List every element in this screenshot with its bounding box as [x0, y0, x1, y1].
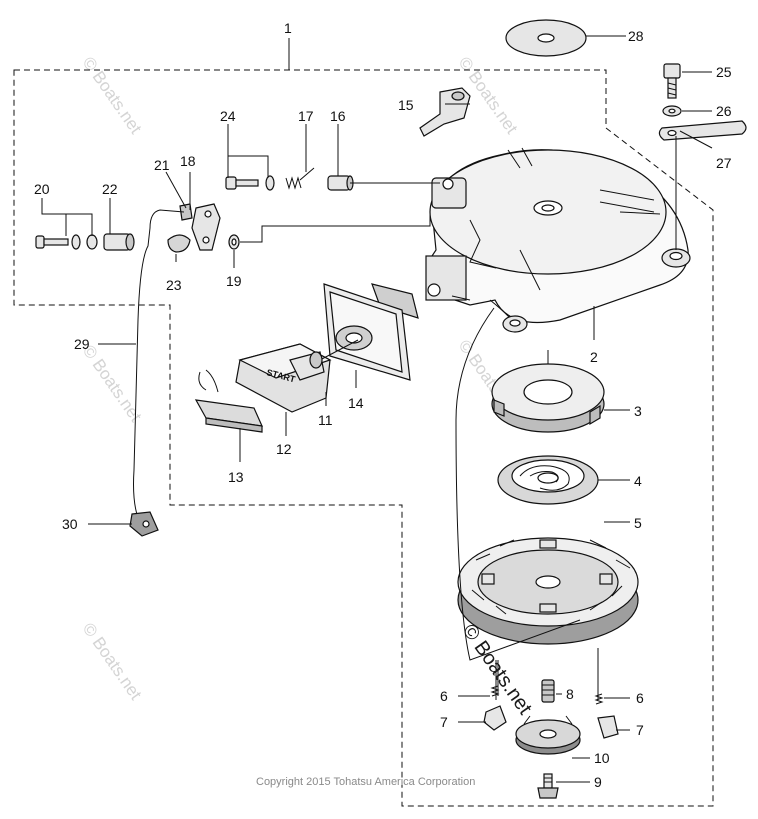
callout-3: 3	[634, 403, 642, 419]
callout-28: 28	[628, 28, 644, 44]
assembly-outline	[13, 69, 714, 807]
callout-14: 14	[348, 395, 364, 411]
part-3-pulley	[491, 363, 605, 433]
callout-23: 23	[166, 277, 182, 293]
part-29-rod	[133, 209, 185, 519]
part-6-spring-left	[490, 685, 500, 697]
callout-21: 21	[154, 157, 170, 173]
part-5-reel	[457, 537, 639, 645]
part-17-spring	[285, 167, 315, 190]
part-7-pawl-right	[597, 715, 619, 739]
part-27-clip	[658, 120, 747, 141]
part-21-clip	[179, 203, 193, 221]
callout-11: 11	[318, 412, 333, 428]
callout-17: 17	[298, 108, 314, 124]
part-7-pawl-left	[483, 705, 507, 731]
callout-30: 30	[62, 516, 78, 532]
part-18-lever	[191, 203, 221, 251]
part-19-washer	[228, 234, 240, 250]
callout-29: 29	[74, 336, 90, 352]
callout-6-left: 6	[440, 688, 448, 704]
part-23-spring	[167, 234, 191, 253]
callout-1: 1	[284, 20, 292, 36]
part-16-sleeve	[327, 175, 354, 191]
callout-6-right: 6	[636, 690, 644, 706]
callout-19: 19	[226, 273, 242, 289]
watermark: © Boats.net	[79, 619, 146, 703]
part-11-rope-end	[309, 339, 359, 369]
callout-22: 22	[102, 181, 118, 197]
callouts: 1 28 25 26 27 15 24 17 16 21 18 20 22 23…	[34, 20, 732, 790]
leader-lines	[41, 35, 713, 783]
callout-12: 12	[276, 441, 292, 457]
callout-7-left: 7	[440, 714, 448, 730]
callout-16: 16	[330, 108, 346, 124]
callout-27: 27	[716, 155, 732, 171]
part-9-screw	[537, 773, 559, 799]
callout-18: 18	[180, 153, 196, 169]
part-30-nut	[129, 511, 159, 537]
callout-13: 13	[228, 469, 244, 485]
callout-7-right: 7	[636, 722, 644, 738]
callout-25: 25	[716, 64, 732, 80]
callout-2: 2	[590, 349, 598, 365]
part-26-washer	[662, 105, 682, 117]
callout-24: 24	[220, 108, 236, 124]
part-14-rope-guide	[323, 283, 419, 381]
starter-rope	[455, 307, 581, 661]
part-4-spring	[497, 455, 599, 505]
watermark: © Boats.net	[79, 53, 146, 137]
part-20-bolt-washers	[35, 234, 98, 250]
callout-26: 26	[716, 103, 732, 119]
part-2-starter-case	[425, 147, 691, 333]
part-6-spring-right	[594, 693, 604, 705]
copyright-text: Copyright 2015 Tohatsu America Corporati…	[256, 776, 475, 788]
part-28-disc	[505, 19, 587, 57]
callout-10: 10	[594, 750, 610, 766]
callout-15: 15	[398, 97, 414, 113]
callout-5: 5	[634, 515, 642, 531]
callout-20: 20	[34, 181, 50, 197]
part-15-bracket	[419, 87, 471, 137]
part-25-bolt	[663, 63, 681, 99]
part-8-spring	[541, 679, 555, 703]
part-10-ratchet	[515, 715, 581, 755]
part-22-collar	[103, 233, 135, 251]
part-24-bolt-washer	[225, 175, 275, 191]
callout-8: 8	[566, 686, 574, 702]
callout-4: 4	[634, 473, 642, 489]
part-12-handle: START	[198, 343, 332, 413]
part-13-clip	[194, 399, 263, 433]
callout-9: 9	[594, 774, 602, 790]
